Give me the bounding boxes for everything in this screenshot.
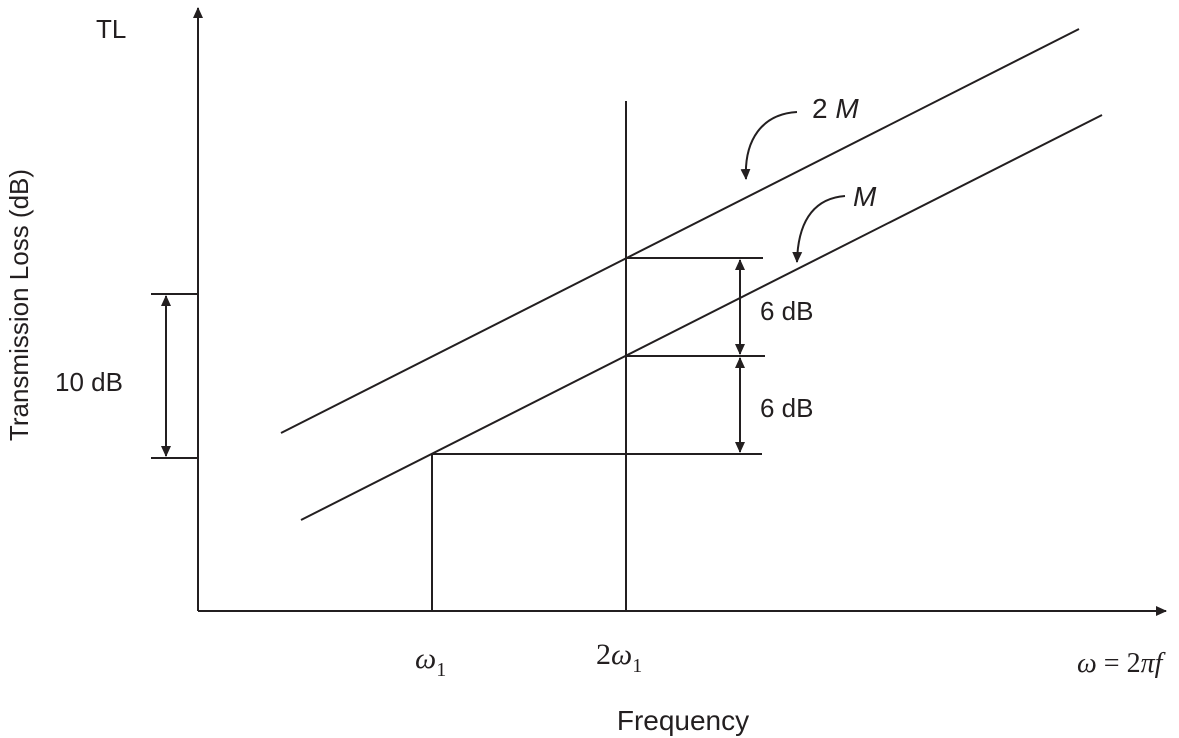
pointer-m-arrow xyxy=(792,195,846,263)
dim-6db-upper-label: 6 dB xyxy=(760,296,814,326)
dim-10db-label: 10 dB xyxy=(55,367,123,397)
tl-line-m xyxy=(300,114,1103,521)
tick-2omega1: 2ω1 xyxy=(596,638,642,677)
y-axis-top-label: TL xyxy=(96,14,126,44)
pointer-2m-arrow xyxy=(740,111,798,180)
x-axis-end-label: ω = 2πf xyxy=(1077,648,1166,679)
tick-omega1: ω1 xyxy=(415,642,446,681)
x-axis-title: Frequency xyxy=(617,705,749,736)
dim-6db-lower-label: 6 dB xyxy=(760,393,814,423)
tl-line-2m xyxy=(280,28,1080,434)
y-axis-title: Transmission Loss (dB) xyxy=(4,169,34,441)
line-2m-label: 2 M xyxy=(812,93,859,124)
line-m-label: M xyxy=(853,181,877,212)
